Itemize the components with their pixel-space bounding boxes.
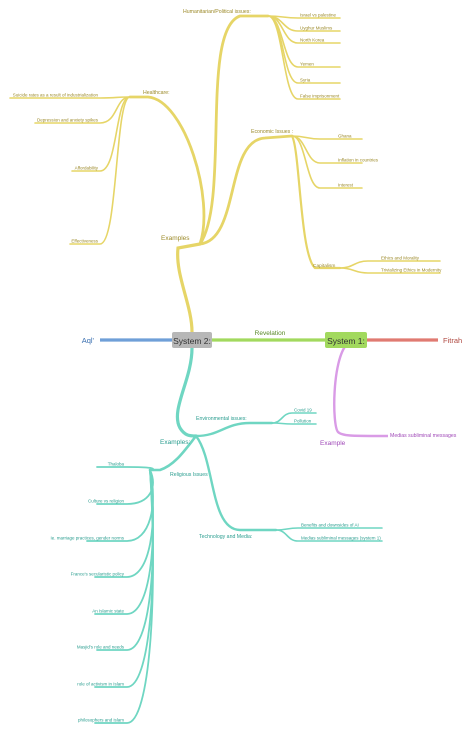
economic-item[interactable]: Interest [338, 183, 354, 188]
humanitarian-item[interactable]: Yemen [300, 62, 314, 67]
religious-item-edge [94, 469, 154, 724]
economic-item[interactable]: Inflation in countries [338, 158, 379, 163]
revelation-label: Revelation [255, 330, 286, 337]
environmental-branch [194, 421, 274, 438]
upper-examples-label[interactable]: Examples [161, 235, 190, 242]
tech-item-edge [275, 527, 383, 531]
religious-item[interactable]: Thaloba [108, 462, 125, 467]
healthcare-label[interactable]: Healthcare: [143, 90, 170, 96]
religious-item-edge [86, 469, 154, 542]
religious-item[interactable]: role of activism in Islam [77, 682, 124, 687]
tech-item-edge [275, 529, 383, 542]
economic-item-edge [291, 135, 363, 189]
humanitarian-branch [198, 14, 270, 246]
capitalism-branch [290, 134, 342, 270]
environmental-item[interactable]: Covid 19 [294, 408, 312, 413]
healthcare-item-edge [69, 96, 131, 245]
tech-branch [194, 434, 278, 532]
medias-label: Medias subliminal messages [390, 433, 457, 439]
capitalism-item[interactable]: Trivializing Ethics in Modernity [381, 268, 442, 273]
healthcare-item-edge [34, 96, 131, 124]
lower-examples-label[interactable]: Examples: [160, 439, 191, 446]
tech-item[interactable]: Medias subliminal messages (system 1) [301, 536, 381, 541]
capitalism-label[interactable]: Capitalism [313, 263, 335, 269]
fitrah-label: Fitrah [443, 336, 462, 345]
humanitarian-item[interactable]: Syria [300, 78, 311, 83]
economic-item[interactable]: Ghana [338, 134, 352, 139]
humanitarian-item[interactable]: False imprisonment [300, 94, 340, 99]
religious-item-edge [96, 466, 154, 471]
capitalism-item-edge [339, 267, 441, 274]
healthcare-item[interactable]: Affordability [75, 166, 99, 171]
religious-item[interactable]: philosophers and islam [78, 718, 124, 723]
humanitarian-item[interactable]: Israel vs palestine [300, 13, 337, 18]
religious-item[interactable]: Ie. marriage practices, gender norms [50, 536, 124, 541]
environmental-label[interactable]: Environmental issues: [196, 416, 247, 422]
example-branch [333, 343, 389, 438]
healthcare-item-edge [71, 96, 131, 172]
upper-trunk [176, 242, 202, 334]
economic-branch [198, 134, 294, 246]
system1-node[interactable] [325, 332, 367, 348]
aql-label: Aql' [82, 336, 95, 345]
environmental-item-edge [271, 422, 317, 425]
humanitarian-item[interactable]: Uyghur Muslims [300, 26, 333, 31]
lower-trunk [175, 346, 198, 438]
economic-label[interactable]: Economic Issues : [251, 129, 293, 135]
system2-node[interactable] [172, 332, 212, 348]
tech-item[interactable]: Benefits and downsides of AI [301, 523, 359, 528]
religious-branch [148, 434, 198, 472]
healthcare-item[interactable]: Depression and anxiety spikes [37, 118, 99, 123]
religious-item[interactable]: France's secularistic policy [71, 572, 125, 577]
humanitarian-item-edge [267, 15, 341, 100]
environmental-item[interactable]: Pollution [294, 419, 312, 424]
religious-item-edge [96, 469, 154, 651]
healthcare-item[interactable]: Suicide rates as a result of industriali… [13, 93, 99, 98]
healthcare-item[interactable]: Effectiveness [71, 239, 98, 244]
humanitarian-label[interactable]: Humanitarian/Political issues: [183, 9, 251, 15]
religious-item[interactable]: Culture vs religion [88, 499, 125, 504]
religious-item[interactable]: An Islamic state [92, 609, 124, 614]
tech-label[interactable]: Technology and Media: [199, 534, 252, 540]
capitalism-item[interactable]: Ethics and Morality [381, 256, 420, 261]
healthcare-branch [128, 95, 206, 246]
system2-label: System 2: [173, 336, 211, 346]
religious-item[interactable]: Masjid's role and needs [77, 645, 125, 650]
religious-label[interactable]: Religious Issues [170, 472, 208, 478]
religious-item-edge [94, 469, 154, 615]
system1-label: System 1: [327, 336, 365, 346]
humanitarian-item[interactable]: North Korea [300, 38, 325, 43]
example-label: Example [320, 440, 346, 447]
religious-item-edge [94, 469, 154, 578]
